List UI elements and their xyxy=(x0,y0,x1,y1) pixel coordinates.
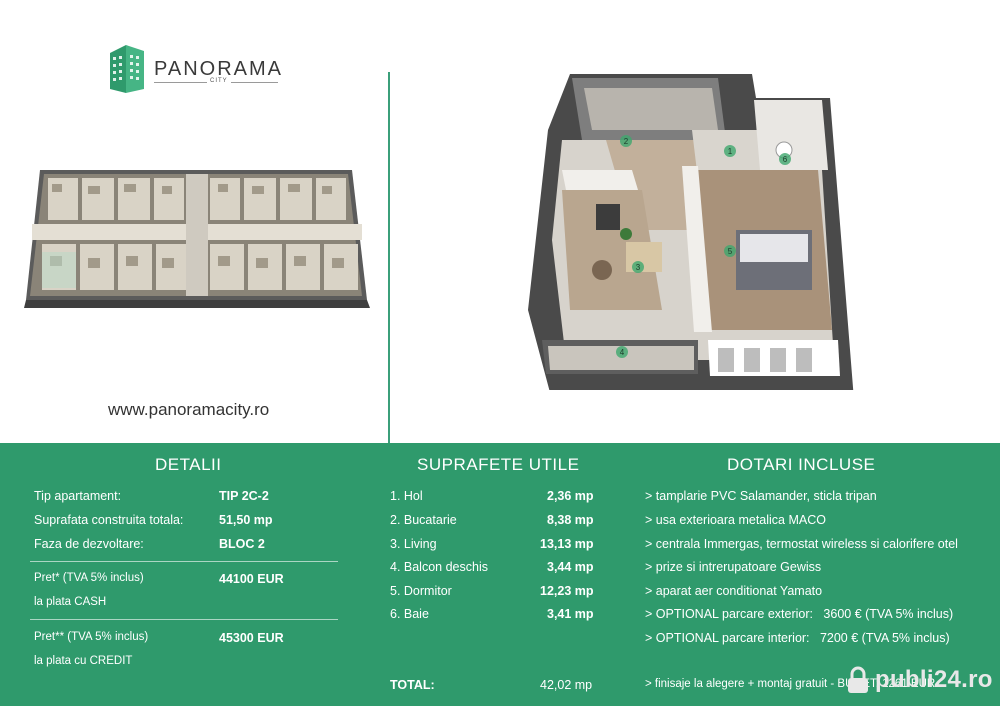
detail-label: Suprafata construita totala: xyxy=(34,513,184,527)
surface-value: 13,13 mp xyxy=(540,537,594,551)
room-marker-6-label: 6 xyxy=(783,155,788,164)
price-credit-value: 45300 EUR xyxy=(219,631,284,645)
surface-value: 3,44 mp xyxy=(547,560,594,574)
room-marker-3-label: 3 xyxy=(636,263,641,272)
detail-value: BLOC 2 xyxy=(219,537,265,551)
room-marker-3 xyxy=(632,261,644,273)
amenity-item: > tamplarie PVC Salamander, sticla tripa… xyxy=(645,489,877,503)
price-cash-note: la plata CASH xyxy=(34,596,107,608)
surface-value: 12,23 mp xyxy=(540,584,594,598)
lock-icon xyxy=(848,666,868,693)
room-marker-1 xyxy=(724,145,736,157)
brand-name: PANORAMA xyxy=(154,58,283,80)
detail-label: Tip apartament: xyxy=(34,489,122,503)
amenity-item: > aparat aer conditionat Yamato xyxy=(645,584,823,598)
surface-label: 6. Baie xyxy=(390,607,429,621)
apartment-3d-plan-image: 1 2 3 4 5 6 xyxy=(528,74,854,390)
amenity-item: > centrala Immergas, termostat wireless … xyxy=(645,537,958,551)
surface-label: 1. Hol xyxy=(390,489,423,503)
details-panel xyxy=(0,443,1000,706)
surface-label: 2. Bucatarie xyxy=(390,513,457,527)
amenity-item: > usa exterioara metalica MACO xyxy=(645,513,826,527)
detail-value: TIP 2C-2 xyxy=(219,489,269,503)
surface-value: 2,36 mp xyxy=(547,489,594,503)
price-credit-label: Pret** (TVA 5% inclus) xyxy=(34,631,149,643)
amenity-item: > OPTIONAL parcare exterior: 3600 € (TVA… xyxy=(645,607,954,621)
room-marker-6 xyxy=(779,153,791,165)
surface-value: 3,41 mp xyxy=(547,607,594,621)
room-marker-1-label: 1 xyxy=(728,147,733,156)
amenity-item: > OPTIONAL parcare interior: 7200 € (TVA… xyxy=(645,631,950,645)
surface-label: 5. Dormitor xyxy=(390,584,452,598)
total-label: TOTAL: xyxy=(390,678,435,692)
brand-logo[interactable]: PANORAMA CITY xyxy=(110,45,290,95)
room-marker-5-label: 5 xyxy=(728,247,733,256)
price-credit-note: la plata cu CREDIT xyxy=(34,655,133,667)
price-cash-label: Pret* (TVA 5% inclus) xyxy=(34,572,144,584)
brand-sub: CITY xyxy=(207,78,231,84)
amenity-item: > prize si intrerupatoare Gewiss xyxy=(645,560,822,574)
room-marker-2-label: 2 xyxy=(624,137,629,146)
vertical-divider xyxy=(388,72,390,443)
room-marker-5 xyxy=(724,245,736,257)
detail-label: Faza de dezvoltare: xyxy=(34,537,144,551)
watermark-text: publi24.ro xyxy=(875,666,993,693)
detail-value: 51,50 mp xyxy=(219,513,273,527)
detail-divider xyxy=(30,561,338,562)
surface-label: 3. Living xyxy=(390,537,437,551)
total-value: 42,02 mp xyxy=(540,678,593,692)
price-cash-value: 44100 EUR xyxy=(219,572,284,586)
building-floor-plan-image xyxy=(24,170,370,308)
room-marker-4-label: 4 xyxy=(620,348,625,357)
website-link[interactable]: www.panoramacity.ro xyxy=(108,400,270,419)
detail-divider xyxy=(30,619,338,620)
detalii-title: DETALII xyxy=(155,455,222,474)
building-icon xyxy=(110,45,144,93)
suprafete-title: SUPRAFETE UTILE xyxy=(417,455,580,474)
room-markers: 1 2 3 4 5 6 xyxy=(616,135,791,358)
room-marker-2 xyxy=(620,135,632,147)
surface-label: 4. Balcon deschis xyxy=(390,560,488,574)
surface-value: 8,38 mp xyxy=(547,513,594,527)
publi24-watermark[interactable]: publi24.ro xyxy=(845,664,995,696)
room-marker-4 xyxy=(616,346,628,358)
dotari-title: DOTARI INCLUSE xyxy=(727,455,876,474)
